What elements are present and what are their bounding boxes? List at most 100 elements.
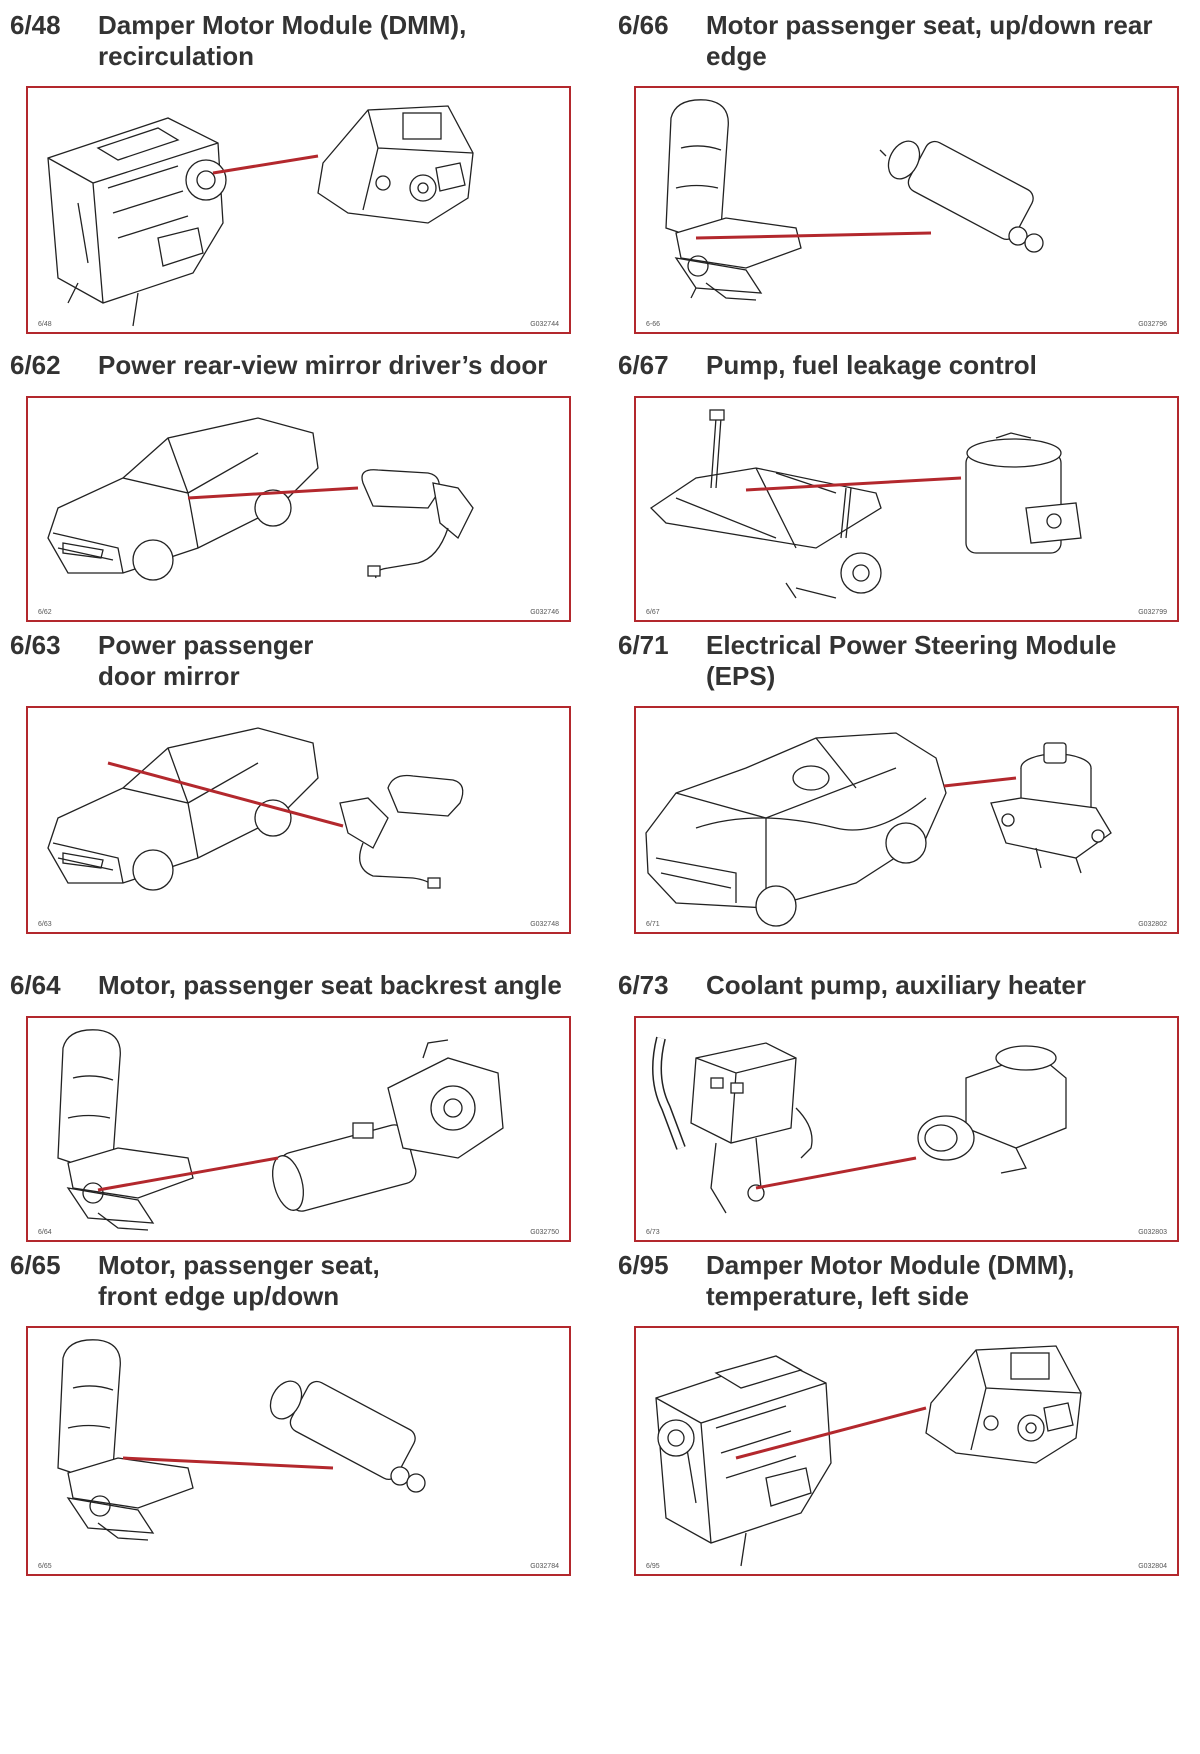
- entry-heading: 6/65 Motor, passenger seat, front edge u…: [10, 1250, 570, 1330]
- entry-6-48: 6/48 Damper Motor Module (DMM), recircul…: [10, 10, 571, 334]
- mirror-drawing: [361, 469, 474, 579]
- illustration-frame: 6/65 G032784: [26, 1326, 571, 1576]
- entry-title: Damper Motor Module (DMM), temperature, …: [706, 1250, 1075, 1311]
- mirror-drawing: [339, 774, 464, 889]
- car-mirror-illustration: [47, 727, 464, 891]
- entry-heading: 6/95 Damper Motor Module (DMM), temperat…: [618, 1250, 1178, 1330]
- car-drawing: [47, 727, 319, 891]
- entry-heading: 6/66 Motor passenger seat, up/down rear …: [618, 10, 1178, 90]
- coolant-pump-drawing: [917, 1045, 1067, 1174]
- entry-title: Power passenger door mirror: [98, 630, 314, 691]
- entry-number: 6/71: [618, 630, 669, 660]
- illustration-frame: 6/63 G032748: [26, 706, 571, 934]
- entry-number: 6/48: [10, 10, 61, 40]
- figure-ref-left: 6-66: [646, 321, 661, 328]
- seat-gear-motor-illustration: [57, 1029, 504, 1231]
- figure-ref-left: 6/95: [646, 1563, 660, 1570]
- entry-6-63: 6/63 Power passenger door mirror 6/63 G0…: [10, 630, 571, 936]
- entry-title: Motor, passenger seat backrest angle: [98, 970, 562, 1000]
- figure-ref-left: 6/67: [646, 609, 660, 616]
- entry-title: Power rear-view mirror driver’s door: [98, 350, 548, 380]
- entry-6-67: 6/67 Pump, fuel leakage control 6: [618, 350, 1179, 626]
- entry-6-66: 6/66 Motor passenger seat, up/down rear …: [618, 10, 1179, 334]
- entry-number: 6/66: [618, 10, 669, 40]
- entry-title: Electrical Power Steering Module (EPS): [706, 630, 1117, 691]
- damper-motor-drawing: [925, 1345, 1082, 1464]
- seat-drawing: [57, 1339, 194, 1541]
- entry-6-73: 6/73 Coolant pump, auxiliary heater: [618, 970, 1179, 1246]
- pump-drawing: [965, 432, 1082, 554]
- figure-ref-left: 6/48: [38, 321, 52, 328]
- figure-ref-left: 6/63: [38, 921, 52, 928]
- leader-line: [695, 231, 932, 240]
- leader-line: [97, 1156, 279, 1192]
- seat-drawing: [665, 99, 802, 301]
- entry-title: Motor, passenger seat, front edge up/dow…: [98, 1250, 380, 1311]
- car-drawing: [645, 732, 947, 927]
- entry-6-64: 6/64 Motor, passenger seat backrest angl…: [10, 970, 571, 1246]
- entry-heading: 6/67 Pump, fuel leakage control: [618, 350, 1178, 430]
- figure-ref-right: G032746: [530, 609, 559, 616]
- figure-ref-right: G032804: [1138, 1563, 1167, 1570]
- hvac-damper-illustration: [655, 1345, 1082, 1567]
- figure-ref-right: G032802: [1138, 921, 1167, 928]
- leader-line: [107, 761, 344, 828]
- figure-ref-right: G032784: [530, 1563, 559, 1570]
- axle-pump-illustration: [649, 409, 1082, 599]
- entry-heading: 6/73 Coolant pump, auxiliary heater: [618, 970, 1178, 1050]
- auxiliary-heater-drawing: [652, 1036, 813, 1214]
- leader-line: [943, 776, 1017, 788]
- entry-heading: 6/64 Motor, passenger seat backrest angl…: [10, 970, 570, 1050]
- leader-line: [745, 476, 962, 492]
- leader-line: [212, 154, 319, 175]
- entry-heading: 6/63 Power passenger door mirror: [10, 630, 570, 710]
- entry-title: Motor passenger seat, up/down rear edge: [706, 10, 1153, 71]
- entry-6-65: 6/65 Motor, passenger seat, front edge u…: [10, 1250, 571, 1590]
- illustration-frame: 6-66 G032796: [634, 86, 1179, 334]
- entry-number: 6/67: [618, 350, 669, 380]
- leader-line: [735, 1406, 927, 1460]
- illustration-frame: 6/73 G032803: [634, 1016, 1179, 1242]
- entry-number: 6/73: [618, 970, 669, 1000]
- cylindrical-motor-drawing: [879, 140, 1044, 253]
- car-steering-illustration: [645, 732, 1112, 927]
- gear-motor-drawing: [272, 1039, 504, 1212]
- heater-pump-illustration: [652, 1036, 1067, 1214]
- illustration-frame: 6/71 G032802: [634, 706, 1179, 934]
- entry-heading: 6/71 Electrical Power Steering Module (E…: [618, 630, 1178, 710]
- figure-ref-right: G032748: [530, 921, 559, 928]
- illustration-frame: 6/62 G032746: [26, 396, 571, 622]
- car-drawing: [47, 417, 319, 581]
- figure-ref-right: G032750: [530, 1229, 559, 1236]
- cylindrical-motor-drawing: [269, 1380, 426, 1493]
- car-mirror-illustration: [47, 417, 474, 581]
- entry-title: Damper Motor Module (DMM), recirculation: [98, 10, 467, 71]
- seat-drawing: [57, 1029, 194, 1231]
- entry-6-62: 6/62 Power rear-view mirror driver’s doo…: [10, 350, 571, 626]
- figure-ref-left: 6/62: [38, 609, 52, 616]
- figure-ref-left: 6/73: [646, 1229, 660, 1236]
- entry-number: 6/62: [10, 350, 61, 380]
- illustration-frame: 6/67 G032799: [634, 396, 1179, 622]
- entry-number: 6/65: [10, 1250, 61, 1280]
- entry-number: 6/63: [10, 630, 61, 660]
- hvac-damper-illustration: [47, 105, 474, 327]
- figure-ref-left: 6/64: [38, 1229, 52, 1236]
- hvac-unit-drawing: [47, 117, 227, 327]
- entry-6-71: 6/71 Electrical Power Steering Module (E…: [618, 630, 1179, 936]
- figure-ref-right: G032796: [1138, 321, 1167, 328]
- illustration-frame: 6/95 G032804: [634, 1326, 1179, 1576]
- leader-line: [122, 1456, 334, 1470]
- entry-title: Coolant pump, auxiliary heater: [706, 970, 1086, 1000]
- entry-heading: 6/62 Power rear-view mirror driver’s doo…: [10, 350, 570, 430]
- entry-6-95: 6/95 Damper Motor Module (DMM), temperat…: [618, 1250, 1179, 1590]
- leader-line: [187, 486, 359, 500]
- figure-ref-left: 6/71: [646, 921, 660, 928]
- figure-ref-right: G032803: [1138, 1229, 1167, 1236]
- entry-title: Pump, fuel leakage control: [706, 350, 1037, 380]
- entry-number: 6/95: [618, 1250, 669, 1280]
- figure-ref-right: G032799: [1138, 609, 1167, 616]
- seat-motor-illustration: [57, 1339, 426, 1541]
- illustration-frame: 6/64 G032750: [26, 1016, 571, 1242]
- steering-module-drawing: [990, 742, 1112, 874]
